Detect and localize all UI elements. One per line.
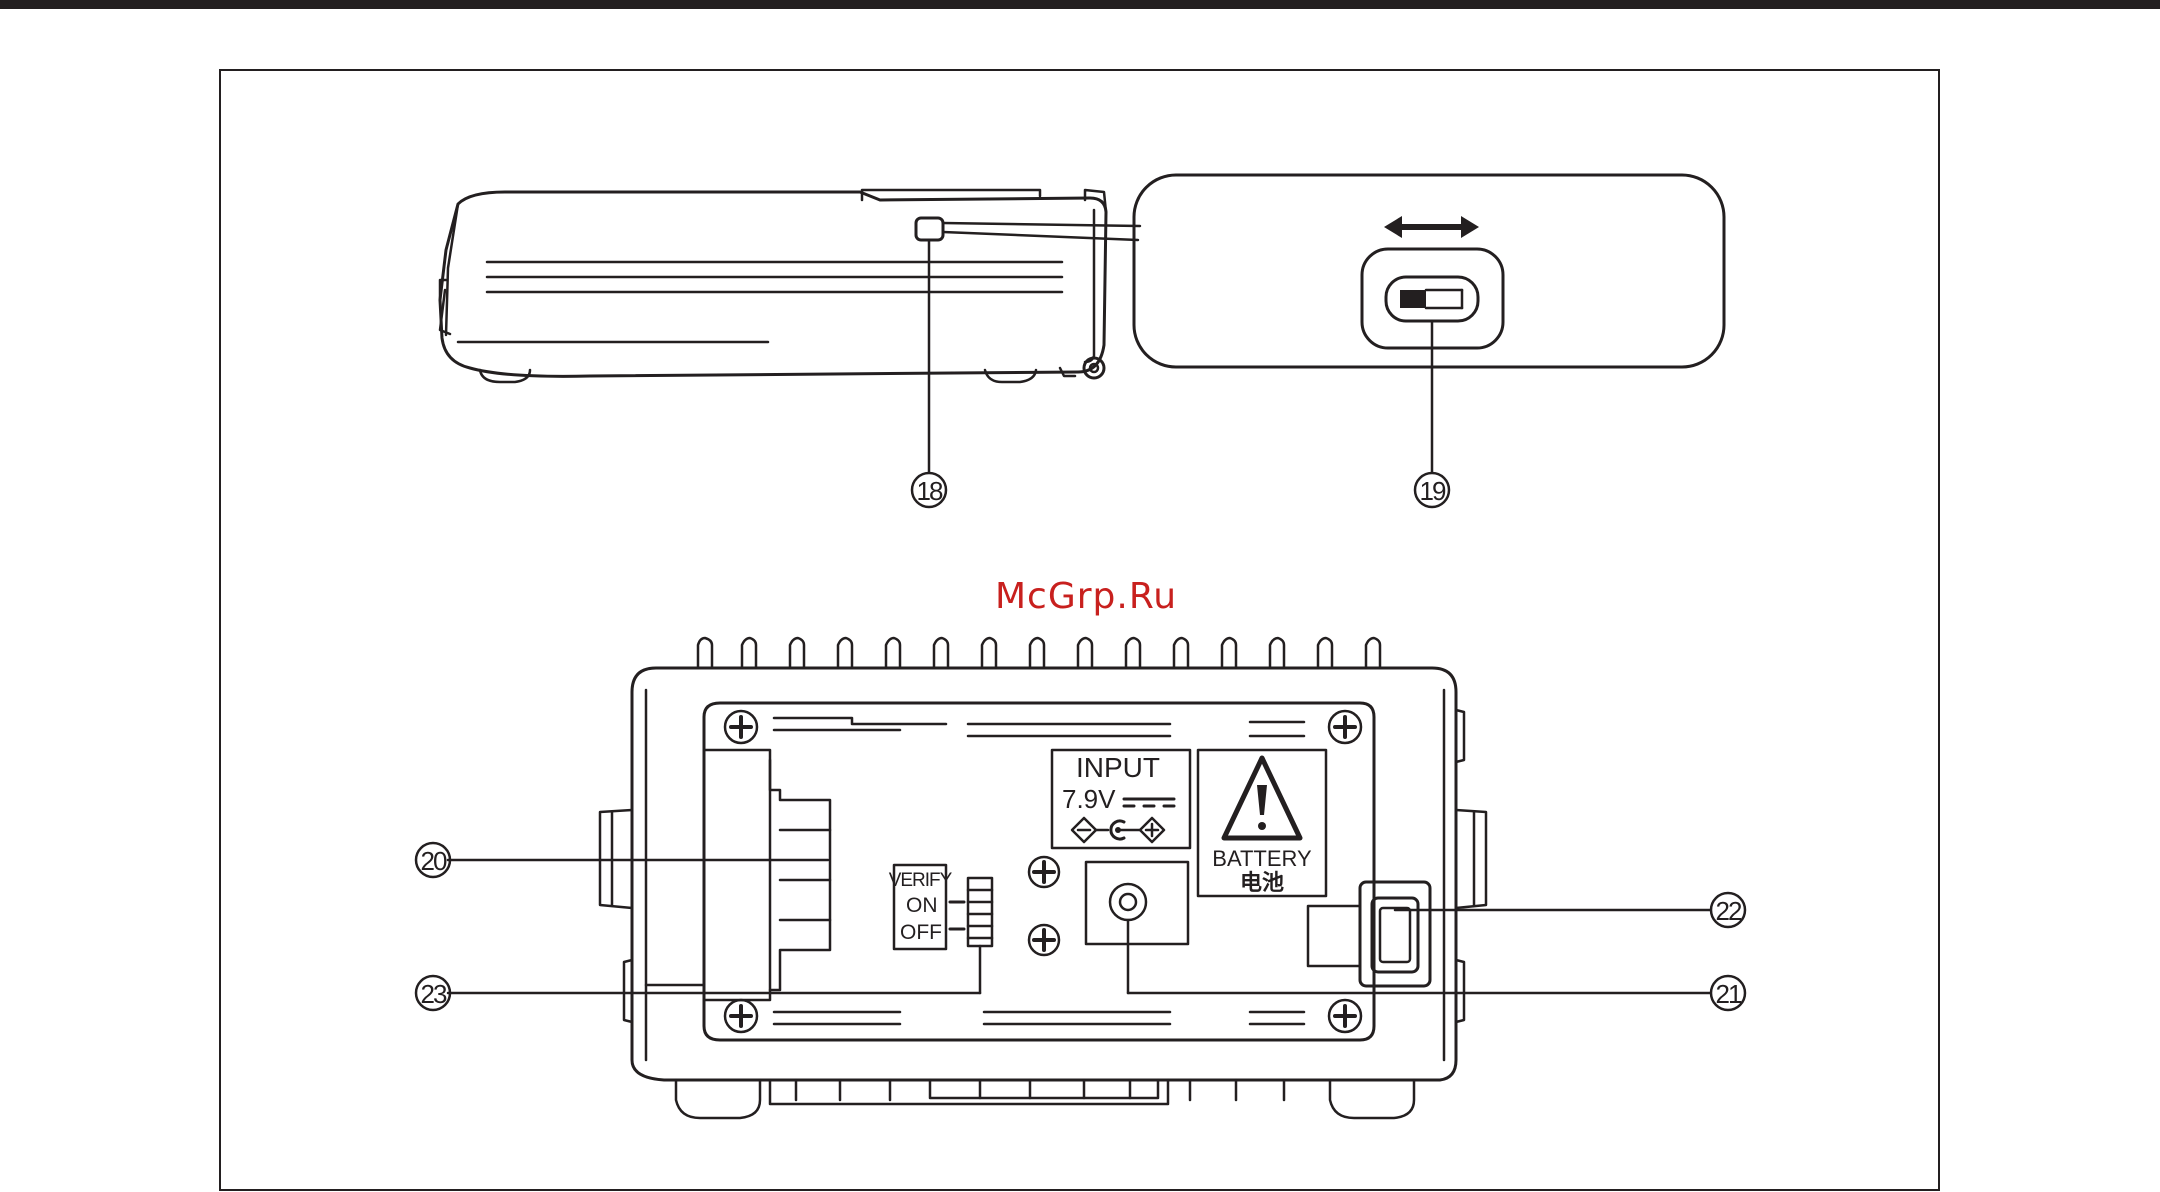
input-jack — [1110, 884, 1146, 920]
callout-22: 22 — [1716, 896, 1742, 926]
zoomed-switch-slot — [1386, 277, 1478, 321]
double-arrow-icon — [1384, 216, 1479, 238]
warning-triangle-icon — [1224, 758, 1300, 838]
screw-icon — [725, 711, 757, 743]
screw-icon — [725, 1000, 757, 1032]
callout-20: 20 — [421, 846, 447, 876]
callout-21: 21 — [1716, 979, 1742, 1009]
watermark: McGrp.Ru — [995, 576, 1177, 617]
verify-dip-switch — [950, 878, 992, 946]
lock-tab-base — [1308, 906, 1360, 966]
verify-off-label: OFF — [900, 921, 942, 944]
side-view-device — [440, 175, 1724, 382]
callout-19: 19 — [1420, 476, 1446, 506]
battery-label-cn: 电池 — [1240, 870, 1284, 895]
zoom-bubble — [1134, 175, 1724, 367]
side-switch — [916, 218, 943, 240]
screw-icon — [1329, 711, 1361, 743]
callout-23: 23 — [421, 979, 447, 1009]
zoomed-switch-knob — [1400, 290, 1426, 308]
screw-icon — [1029, 925, 1059, 955]
battery-label-en: BATTERY — [1212, 846, 1312, 871]
screw-icon — [1329, 1000, 1361, 1032]
input-rating: 7.9V — [1062, 784, 1116, 814]
verify-label: VERIFY — [889, 870, 953, 891]
input-title: INPUT — [1076, 752, 1160, 783]
screw-icon — [1029, 857, 1059, 887]
callout-18: 18 — [917, 476, 943, 506]
verify-on-label: ON — [906, 894, 938, 917]
